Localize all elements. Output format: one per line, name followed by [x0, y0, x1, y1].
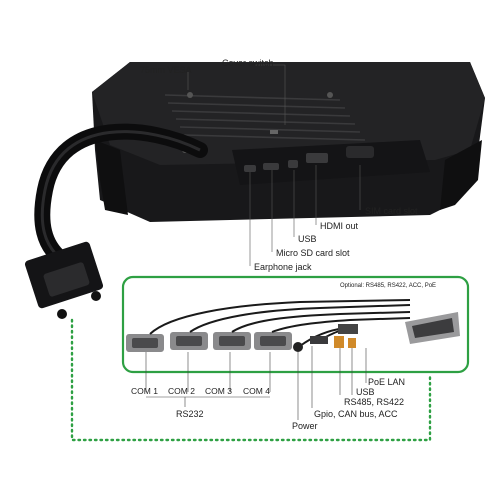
box-db-connector: [405, 312, 460, 344]
micro-sd-port: [263, 163, 279, 170]
com3-connector: [213, 332, 251, 350]
cable-highlight: [40, 130, 201, 260]
usb-label: USB: [298, 234, 317, 244]
com-leader-lines: [145, 346, 367, 420]
rs485-plug: [334, 336, 344, 348]
earphone-jack-label: Earphone jack: [254, 262, 312, 272]
com2-connector: [170, 332, 208, 350]
port-panel: [232, 140, 430, 185]
optional-note: Optional: RS485, RS422, ACC, PoE: [340, 283, 437, 289]
lan-plug: [338, 324, 358, 334]
dotted-connector-line: [70, 318, 432, 442]
callout-lines: [187, 64, 361, 266]
hdmi-port: [306, 153, 328, 163]
com4-connector: [254, 332, 292, 350]
hdmi-out-label: HDMI out: [320, 221, 359, 231]
com1-connector: [126, 334, 164, 352]
rs485-label: RS485, RS422: [344, 397, 405, 407]
tablet-back-housing: [92, 62, 485, 222]
sim-slot: [346, 146, 374, 158]
usb-port: [288, 160, 298, 168]
gpio-label: Gpio, CAN bus, ACC: [314, 409, 398, 419]
vesa-screw-hole: [187, 92, 193, 98]
vesa-screw-hole: [327, 92, 333, 98]
heatsink-fins: [164, 94, 366, 141]
com-connectors: [126, 332, 292, 352]
rs232-label: RS232: [176, 409, 204, 419]
com2-label: COM 2: [168, 386, 195, 396]
micro-sd-label: Micro SD card slot: [276, 248, 350, 258]
left-bumper: [95, 140, 128, 215]
vesa-label: 75mm VESA: [140, 65, 192, 75]
usb-cable-label: USB: [356, 387, 375, 397]
earphone-port: [244, 165, 256, 172]
com3-label: COM 3: [205, 386, 232, 396]
main-db-connector: [24, 241, 104, 319]
right-bumper: [440, 140, 482, 210]
power-label: Power: [292, 421, 318, 431]
cover-switch-label: Cover switch: [222, 58, 274, 68]
sim-card-slot-label: SIM card slot: [365, 206, 418, 216]
power-plug: [293, 342, 303, 352]
poe-lan-label: PoE LAN: [368, 377, 406, 387]
gpio-plug: [310, 336, 328, 344]
cover-switch-nub: [270, 130, 278, 134]
com1-label: COM 1: [131, 386, 158, 396]
com4-label: COM 4: [243, 386, 270, 396]
usb-plug: [348, 338, 356, 348]
